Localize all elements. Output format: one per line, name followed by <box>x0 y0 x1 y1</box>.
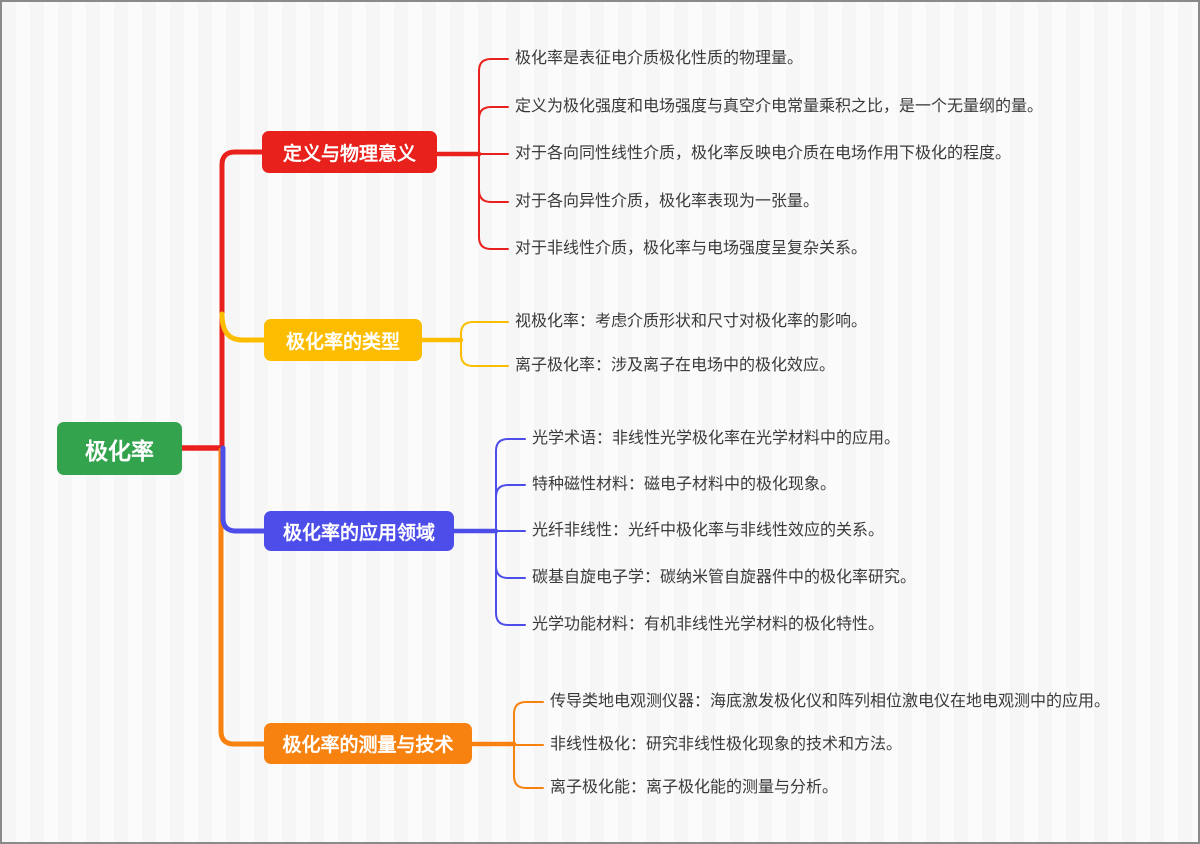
connector-branch-measurement <box>218 447 544 789</box>
leaf-definition-5[interactable]: 对于非线性介质，极化率与电场强度呈复杂关系。 <box>515 240 868 257</box>
leaf-types-1[interactable]: 视极化率：考虑介质形状和尺寸对极化率的影响。 <box>515 313 868 330</box>
branch-node-applications[interactable]: 极化率的应用领域 <box>264 511 454 551</box>
connector-branch-definition <box>179 58 509 454</box>
leaf-applications-2[interactable]: 特种磁性材料：磁电子材料中的极化现象。 <box>532 476 837 493</box>
leaf-types-2[interactable]: 离子极化率：涉及离子在电场中的极化效应。 <box>515 357 836 374</box>
leaf-applications-5[interactable]: 光学功能材料：有机非线性光学材料的极化特性。 <box>532 616 885 633</box>
leaf-definition-3[interactable]: 对于各向同性线性介质，极化率反映电介质在电场作用下极化的程度。 <box>515 145 1012 162</box>
leaf-definition-2[interactable]: 定义为极化强度和电场强度与真空介电常量乘积之比，是一个无量纲的量。 <box>515 98 1044 115</box>
branch-node-measurement[interactable]: 极化率的测量与技术 <box>264 723 472 764</box>
branch-node-types[interactable]: 极化率的类型 <box>264 319 422 361</box>
connector-branch-types <box>219 311 509 367</box>
leaf-applications-4[interactable]: 碳基自旋电子学：碳纳米管自旋器件中的极化率研究。 <box>532 569 917 586</box>
leaf-measurement-3[interactable]: 离子极化能：离子极化能的测量与分析。 <box>550 779 839 796</box>
leaf-measurement-2[interactable]: 非线性极化：研究非线性极化现象的技术和方法。 <box>550 736 903 753</box>
root-node-polarizability[interactable]: 极化率 <box>57 422 182 475</box>
leaf-definition-4[interactable]: 对于各向异性介质，极化率表现为一张量。 <box>515 193 820 210</box>
leaf-definition-1[interactable]: 极化率是表征电介质极化性质的物理量。 <box>515 50 804 67</box>
leaf-measurement-1[interactable]: 传导类地电观测仪器：海底激发极化仪和阵列相位激电仪在地电观测中的应用。 <box>550 693 1111 710</box>
branch-node-definition[interactable]: 定义与物理意义 <box>262 131 437 173</box>
leaf-applications-1[interactable]: 光学术语：非线性光学极化率在光学材料中的应用。 <box>532 430 901 447</box>
connector-branch-applications <box>220 438 526 626</box>
leaf-applications-3[interactable]: 光纤非线性：光纤中极化率与非线性效应的关系。 <box>532 522 885 539</box>
